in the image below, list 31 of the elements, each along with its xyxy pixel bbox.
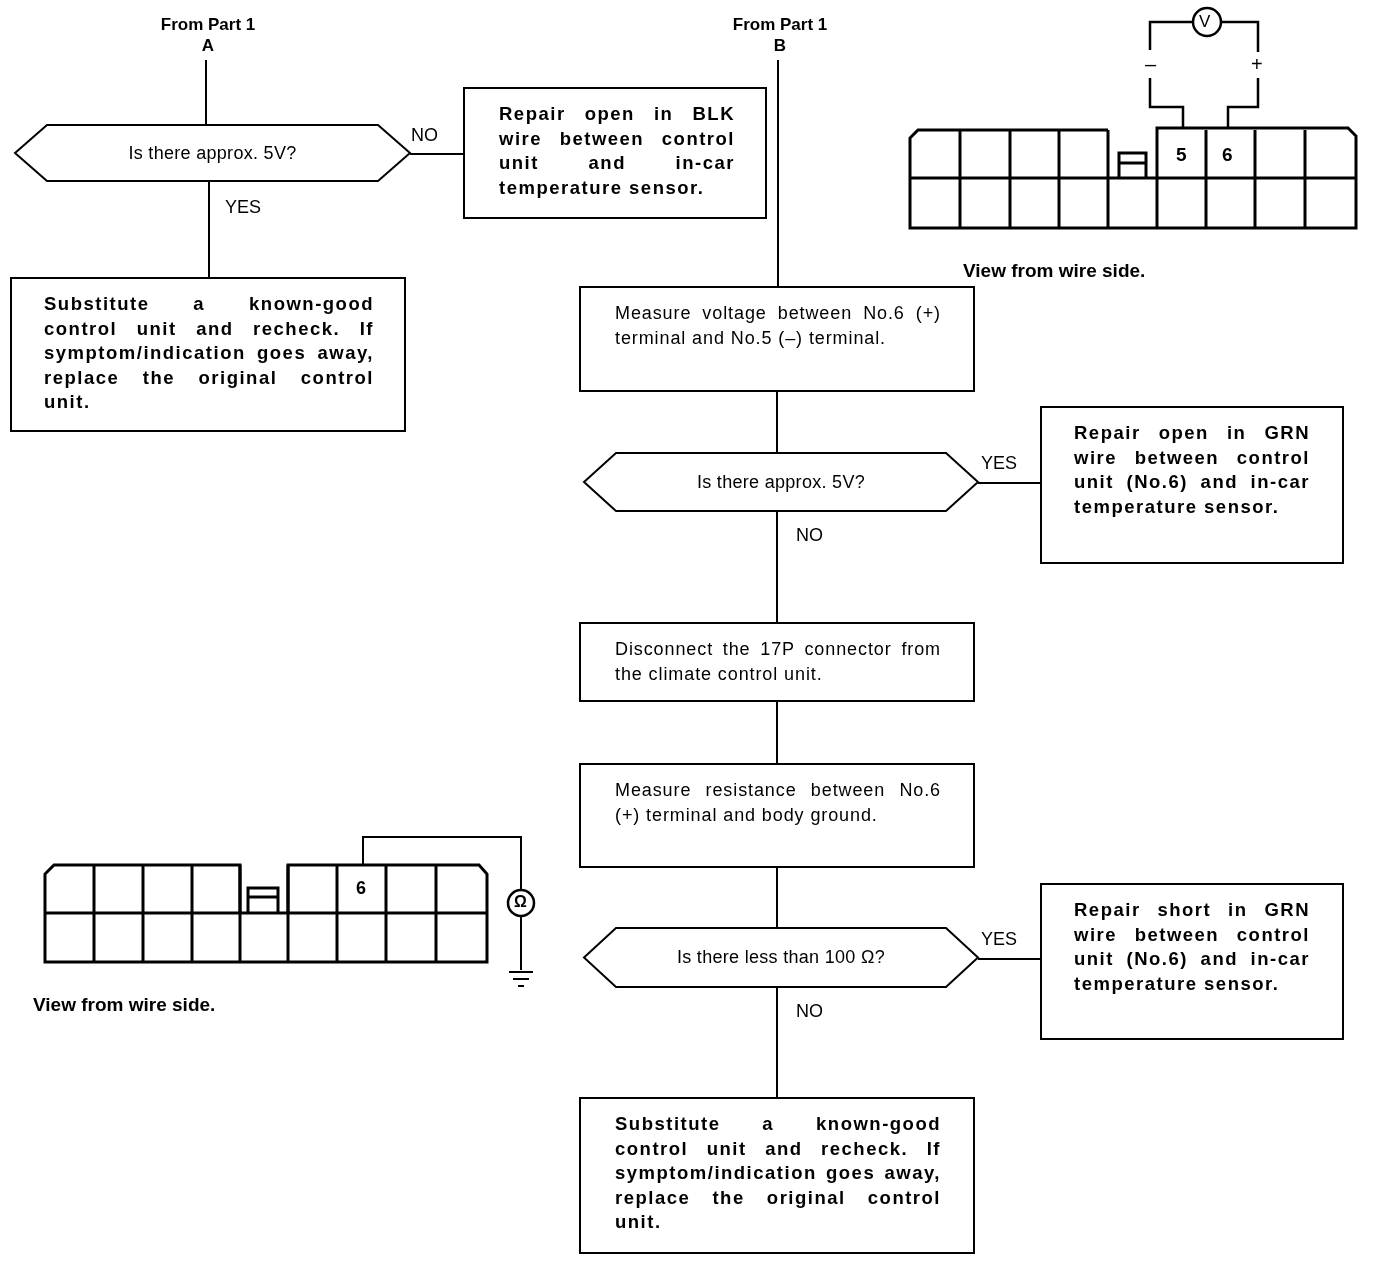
connector-line [777, 59, 779, 287]
process-box: Repair open in BLK wire between control unit and in-car temperature sensor. [463, 87, 767, 219]
process-box: Repair open in GRN wire between control unit (No.6) and in-car temperature sensor. [1040, 406, 1344, 564]
process-box: Repair short in GRN wire between control unit (No.6) and in-car temperature sensor. [1040, 883, 1344, 1040]
question-text: Is there less than 100 Ω? [676, 947, 886, 968]
process-box: Disconnect the 17P connector from the climate control unit. [579, 622, 975, 702]
connector-line [977, 482, 1041, 484]
terminal-number: 6 [1222, 145, 1233, 164]
polarity-sign: + [1251, 54, 1263, 74]
meter-symbol-label: Ω [514, 894, 527, 910]
view-caption: View from wire side. [33, 995, 216, 1014]
process-box: Substitute a known-good control unit and recheck. If symptom/indication goes away, replace the original control unit. [10, 277, 406, 432]
terminal-number: 6 [356, 879, 366, 897]
connector-line [205, 59, 207, 126]
question-text: Is there approx. 5V? [128, 142, 297, 164]
connector-line [208, 180, 210, 278]
question-text: Is there approx. 5V? [696, 471, 866, 493]
connector-line [776, 391, 778, 454]
connector-line [776, 867, 778, 929]
terminal-number: 5 [1176, 145, 1187, 164]
process-box: Substitute a known-good control unit and recheck. If symptom/indication goes away, replace the original control unit. [579, 1097, 975, 1254]
connector-line [776, 701, 778, 764]
connector-line [776, 510, 778, 623]
connector-line [776, 986, 778, 1098]
meter-symbol-label: V [1199, 13, 1211, 30]
process-box: Measure resistance between No.6 (+) terminal and body ground. [579, 763, 975, 868]
connector-line [409, 153, 464, 155]
process-box: Measure voltage between No.6 (+) terminal and No.5 (–) terminal. [579, 286, 975, 392]
polarity-sign: – [1145, 54, 1157, 74]
connector-line [977, 958, 1041, 960]
view-caption: View from wire side. [963, 261, 1146, 280]
